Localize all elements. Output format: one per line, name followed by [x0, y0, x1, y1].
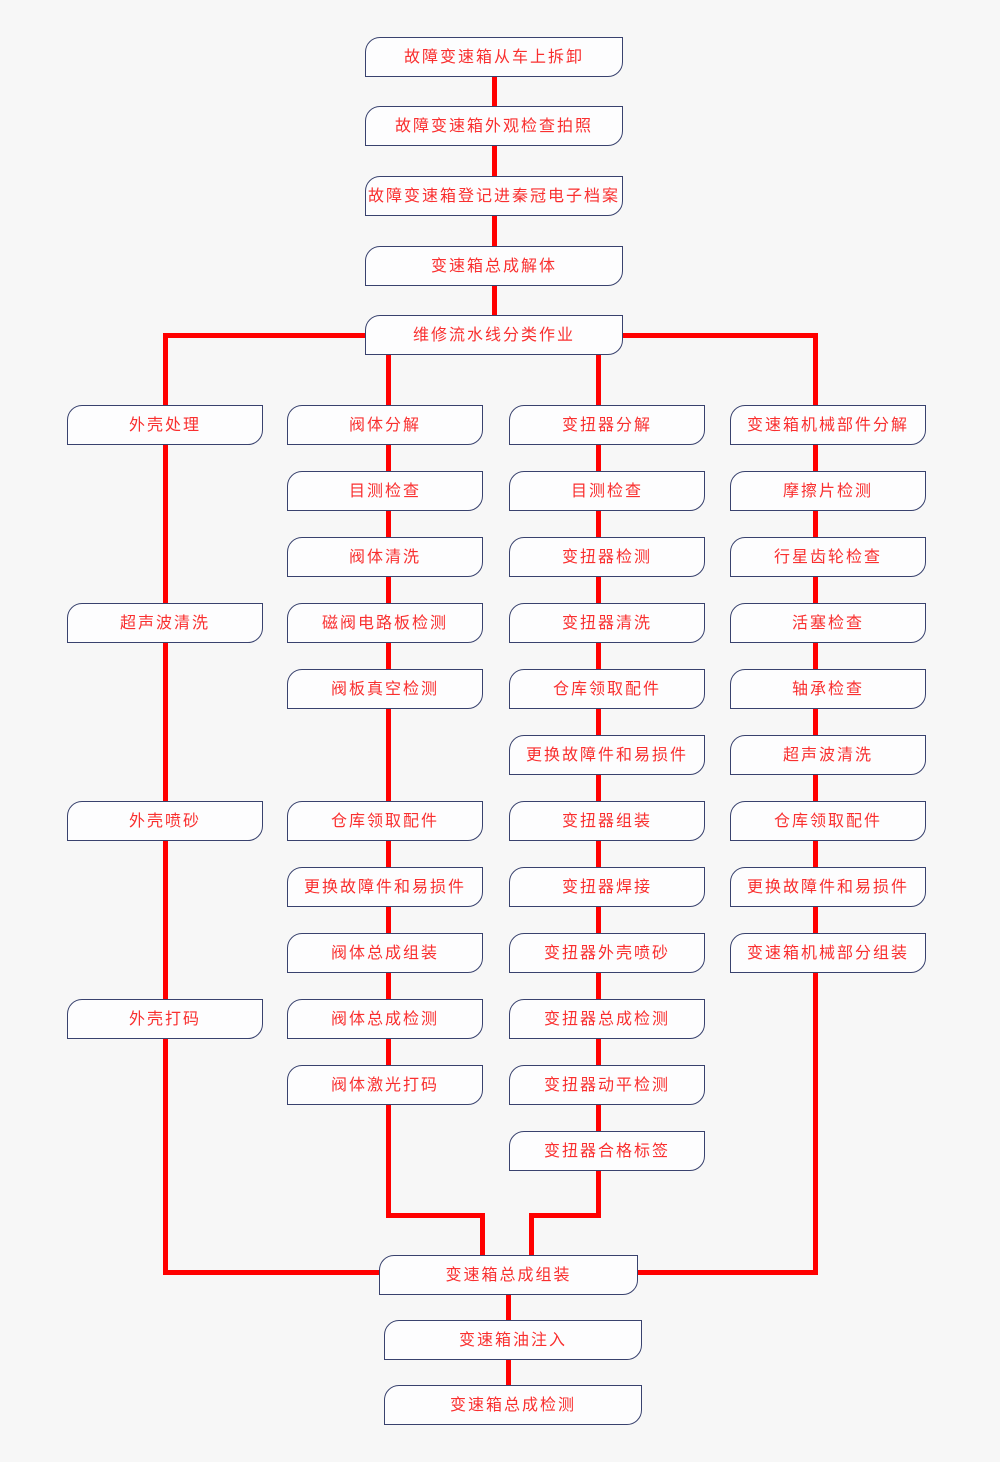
connector-segment: [386, 355, 391, 405]
node-valve-body-cleaning: 阀体清洗: [287, 537, 483, 577]
node-tc-warehouse-pick-parts: 仓库领取配件: [509, 669, 705, 709]
node-repair-line-sorting: 维修流水线分类作业: [365, 315, 623, 355]
connector-segment: [813, 333, 818, 405]
node-shell-coding: 外壳打码: [67, 999, 263, 1039]
connector-segment: [492, 146, 497, 176]
node-gearbox-final-assembly: 变速箱总成组装: [379, 1255, 638, 1295]
connector-segment: [506, 1360, 511, 1385]
node-tc-assembly: 变扭器组装: [509, 801, 705, 841]
connector-segment: [480, 1213, 485, 1255]
node-bearing-inspection: 轴承检查: [730, 669, 926, 709]
node-tc-test: 变扭器检测: [509, 537, 705, 577]
connector-segment: [163, 333, 168, 405]
node-tc-cleaning: 变扭器清洗: [509, 603, 705, 643]
connector-elbow: [529, 1213, 601, 1218]
node-mech-warehouse-pick-parts: 仓库领取配件: [730, 801, 926, 841]
connector-shell-column-line: [163, 445, 168, 1275]
node-friction-plate-test: 摩擦片检测: [730, 471, 926, 511]
node-tc-visual-inspection: 目测检查: [509, 471, 705, 511]
node-mech-replace-faulty-parts: 更换故障件和易损件: [730, 867, 926, 907]
node-mech-parts-disassembly: 变速箱机械部件分解: [730, 405, 926, 445]
connector-segment: [506, 1295, 511, 1320]
node-mech-assembly: 变速箱机械部分组装: [730, 933, 926, 973]
node-gearbox-assembly-test: 变速箱总成检测: [384, 1385, 642, 1425]
node-piston-inspection: 活塞检查: [730, 603, 926, 643]
node-remove-gearbox-from-vehicle: 故障变速箱从车上拆卸: [365, 37, 623, 77]
node-valve-plate-vacuum-test: 阀板真空检测: [287, 669, 483, 709]
connector-merge-right: [638, 1270, 818, 1275]
connector-segment: [529, 1213, 534, 1255]
node-shell-sandblasting: 外壳喷砂: [67, 801, 263, 841]
connector-elbow: [386, 1213, 485, 1218]
node-tc-assembly-test: 变扭器总成检测: [509, 999, 705, 1039]
node-tc-disassembly: 变扭器分解: [509, 405, 705, 445]
node-valve-body-disassembly: 阀体分解: [287, 405, 483, 445]
connector-mech-column-line: [813, 445, 818, 1275]
node-valve-assembly-test: 阀体总成检测: [287, 999, 483, 1039]
node-register-electronic-archive: 故障变速箱登记进秦冠电子档案: [365, 176, 623, 216]
node-valve-warehouse-pick-parts: 仓库领取配件: [287, 801, 483, 841]
connector-branch-left: [163, 333, 365, 338]
connector-branch-right: [623, 333, 818, 338]
node-valve-laser-coding: 阀体激光打码: [287, 1065, 483, 1105]
node-valve-assembly: 阀体总成组装: [287, 933, 483, 973]
node-mech-ultrasonic-cleaning: 超声波清洗: [730, 735, 926, 775]
connector-merge-left: [163, 1270, 380, 1275]
connector-segment: [492, 216, 497, 246]
node-tc-dynamic-balance-test: 变扭器动平检测: [509, 1065, 705, 1105]
connector-segment: [492, 77, 497, 106]
node-ultrasonic-cleaning: 超声波清洗: [67, 603, 263, 643]
node-solenoid-circuit-board-test: 磁阀电路板检测: [287, 603, 483, 643]
node-planetary-gear-inspection: 行星齿轮检查: [730, 537, 926, 577]
node-gearbox-assembly-teardown: 变速箱总成解体: [365, 246, 623, 286]
node-tc-qualified-label: 变扭器合格标签: [509, 1131, 705, 1171]
node-tc-shell-sandblasting: 变扭器外壳喷砂: [509, 933, 705, 973]
node-tc-replace-faulty-parts: 更换故障件和易损件: [509, 735, 705, 775]
connector-segment: [492, 286, 497, 315]
node-shell-processing: 外壳处理: [67, 405, 263, 445]
node-valve-visual-inspection: 目测检查: [287, 471, 483, 511]
node-gearbox-oil-filling: 变速箱油注入: [384, 1320, 642, 1360]
node-tc-welding: 变扭器焊接: [509, 867, 705, 907]
node-exterior-inspection-photo: 故障变速箱外观检查拍照: [365, 106, 623, 146]
node-valve-replace-faulty-parts: 更换故障件和易损件: [287, 867, 483, 907]
connector-segment: [596, 355, 601, 405]
